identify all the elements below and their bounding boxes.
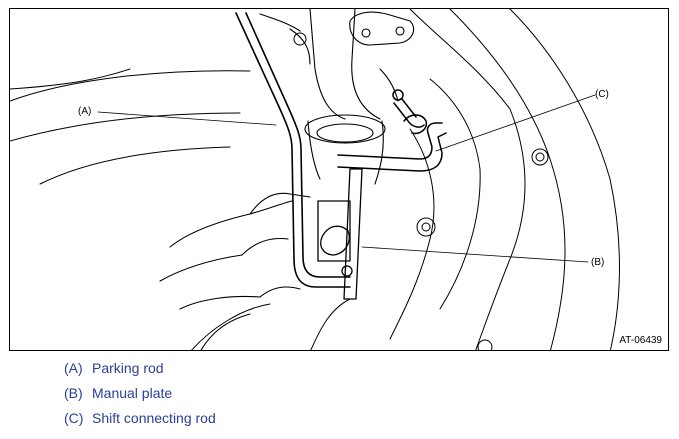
legend-key: (C) [64, 410, 84, 426]
legend-item-b: (B) Manual plate [64, 385, 216, 410]
parking-rod [235, 12, 351, 288]
legend-label: Parking rod [92, 360, 164, 376]
manual-plate [317, 168, 363, 300]
housing-outline [10, 9, 620, 350]
leader-c [435, 94, 596, 152]
legend-item-a: (A) Parking rod [64, 360, 216, 385]
figure-frame: (A) (B) (C) AT-06439 [9, 8, 669, 351]
leader-lines [97, 94, 596, 263]
legend-key: (B) [64, 385, 83, 401]
bolts [293, 32, 549, 350]
legend-key: (A) [64, 360, 83, 376]
legend-list: (A) Parking rod (B) Manual plate (C) Shift … [64, 360, 216, 435]
leader-b [361, 246, 589, 263]
hand-illustration [159, 192, 311, 350]
upper-bracket [349, 11, 415, 102]
figure-id-label: AT-06439 [619, 335, 662, 346]
legend-item-c: (C) Shift connecting rod [64, 410, 216, 435]
callout-c: (C) [595, 89, 609, 100]
leader-a [97, 111, 277, 126]
legend-label: Manual plate [92, 385, 173, 401]
shift-column [259, 9, 386, 185]
callout-a: (A) [78, 106, 92, 117]
legend-label: Shift connecting rod [92, 410, 216, 426]
callout-b: (B) [591, 257, 605, 268]
shift-connecting-rod [337, 89, 447, 172]
mechanism-drawing [10, 9, 620, 350]
